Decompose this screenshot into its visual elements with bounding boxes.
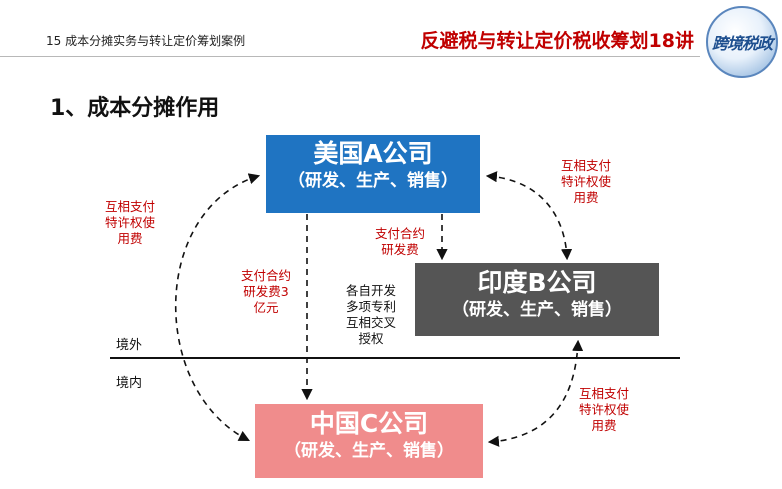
company-c-box: 中国C公司 （研发、生产、销售） bbox=[255, 404, 483, 478]
company-a-role: （研发、生产、销售） bbox=[288, 171, 458, 191]
company-b-name: 印度B公司 bbox=[477, 268, 597, 297]
company-a-name: 美国A公司 bbox=[313, 139, 433, 168]
arrow-b-c-right bbox=[487, 339, 584, 447]
company-c-role: （研发、生产、销售） bbox=[284, 441, 454, 461]
logo-text: 跨境税政 bbox=[711, 34, 773, 53]
company-b-role: （研发、生产、销售） bbox=[452, 300, 622, 320]
label-cross-license: 各自开发 多项专利 互相交叉 授权 bbox=[345, 283, 396, 346]
course-title: 反避税与转让定价税收筹划18讲 bbox=[420, 30, 694, 52]
zone-inside: 境内 bbox=[116, 376, 143, 391]
company-a-box: 美国A公司 （研发、生产、销售） bbox=[266, 135, 480, 213]
header-divider bbox=[0, 56, 700, 57]
label-top-right-royalty: 互相支付 特许权使 用费 bbox=[560, 158, 611, 205]
label-ab-cost: 支付合约 研发费 bbox=[374, 226, 425, 257]
label-bottom-right-royalty: 互相支付 特许权使 用费 bbox=[578, 386, 629, 433]
company-c-name: 中国C公司 bbox=[309, 409, 429, 438]
page-title: 1、成本分摊作用 bbox=[50, 96, 220, 121]
arrow-a-b-right bbox=[485, 171, 573, 261]
zone-outside: 境外 bbox=[116, 338, 143, 353]
logo: 跨境税政 bbox=[706, 6, 778, 78]
section-heading: 15 成本分摊实务与转让定价筹划案例 bbox=[46, 34, 246, 48]
label-ac-cost: 支付合约 研发费3 亿元 bbox=[240, 268, 291, 315]
company-b-box: 印度B公司 （研发、生产、销售） bbox=[415, 263, 659, 336]
label-left-royalty: 互相支付 特许权使 用费 bbox=[104, 199, 155, 246]
